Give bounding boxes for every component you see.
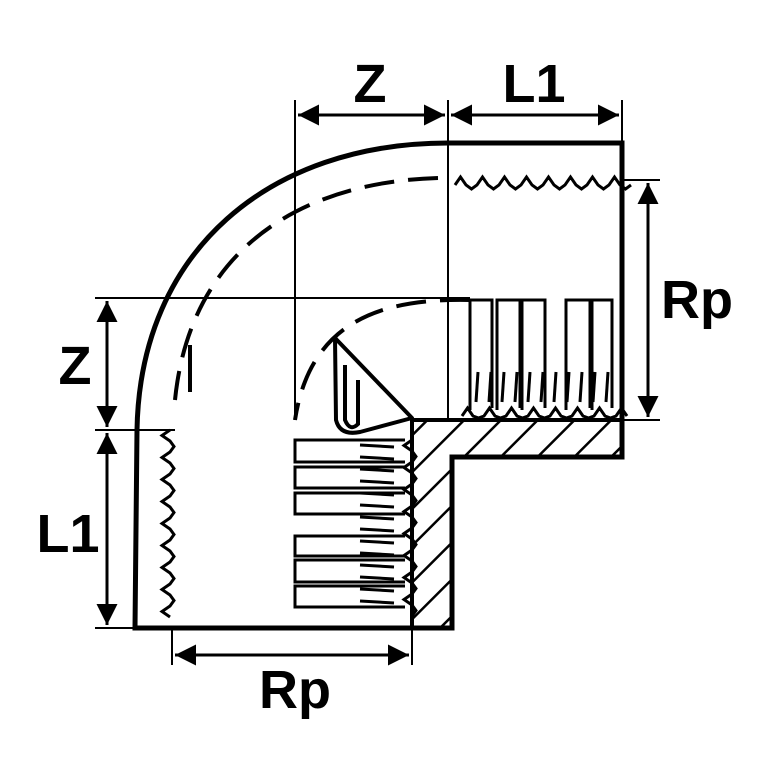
- label-z-top: Z: [354, 54, 387, 114]
- thread-tick-lower: [359, 575, 395, 581]
- label-l1-left: L1: [36, 504, 99, 564]
- thread-tick-right: [565, 371, 571, 403]
- thread-tick-right: [539, 371, 545, 403]
- thread-tick-lower: [359, 551, 395, 557]
- thread-tick-lower: [359, 539, 395, 545]
- thread-tick-right: [578, 371, 584, 403]
- thread-crest-bottom: [460, 405, 629, 420]
- label-rp-right: Rp: [661, 270, 733, 330]
- thread-flank-lower: [293, 438, 405, 464]
- thread-flank-right: [495, 298, 522, 410]
- thread-flank-lower: [293, 465, 405, 490]
- thread-tick-lower: [359, 467, 395, 473]
- hidden-inner-bore: [293, 297, 471, 421]
- thread-tick-lower: [359, 587, 395, 593]
- thread-crest-left: [159, 428, 176, 619]
- thread-tick-lower: [359, 491, 395, 497]
- drill-point-slot: [343, 365, 360, 430]
- thread-tick-lower: [359, 515, 395, 521]
- label-l1-top: L1: [502, 54, 565, 114]
- thread-tick-right: [500, 371, 506, 403]
- thread-tick-lower: [359, 455, 395, 461]
- thread-crest-top: [453, 174, 632, 191]
- thread-tick-lower: [359, 563, 395, 569]
- label-rp-bottom: Rp: [259, 660, 331, 720]
- thread-tick-lower: [359, 443, 395, 449]
- thread-flank-lower: [293, 491, 405, 516]
- thread-flank-lower: [293, 584, 405, 609]
- section-hatch: [410, 418, 624, 630]
- thread-tick-lower: [359, 527, 395, 533]
- thread-tick-right: [552, 371, 558, 403]
- thread-tick-right: [604, 371, 610, 403]
- thread-tick-right: [487, 371, 493, 403]
- thread-flank-right: [590, 298, 614, 410]
- label-z-left: Z: [59, 336, 92, 396]
- drill-point: [333, 336, 414, 435]
- thread-flank-right: [520, 298, 547, 410]
- hidden-outer-bore: [173, 176, 439, 401]
- thread-tick-right: [591, 371, 597, 403]
- thread-flank-right: [468, 298, 494, 410]
- thread-tick-lower: [359, 599, 395, 605]
- thread-tick-right: [474, 371, 480, 403]
- thread-flank-lower: [293, 534, 405, 558]
- thread-tick-lower: [359, 503, 395, 509]
- thread-tick-lower: [359, 479, 395, 485]
- extension-lines: [95, 100, 660, 665]
- thread-tick-right: [513, 371, 519, 403]
- thread-details: [159, 174, 632, 619]
- thread-flank-lower: [293, 558, 405, 584]
- thread-crest-inner: [401, 438, 418, 617]
- thread-tick-right: [526, 371, 532, 403]
- dimension-lines: [96, 104, 659, 666]
- thread-flank-right: [564, 298, 592, 410]
